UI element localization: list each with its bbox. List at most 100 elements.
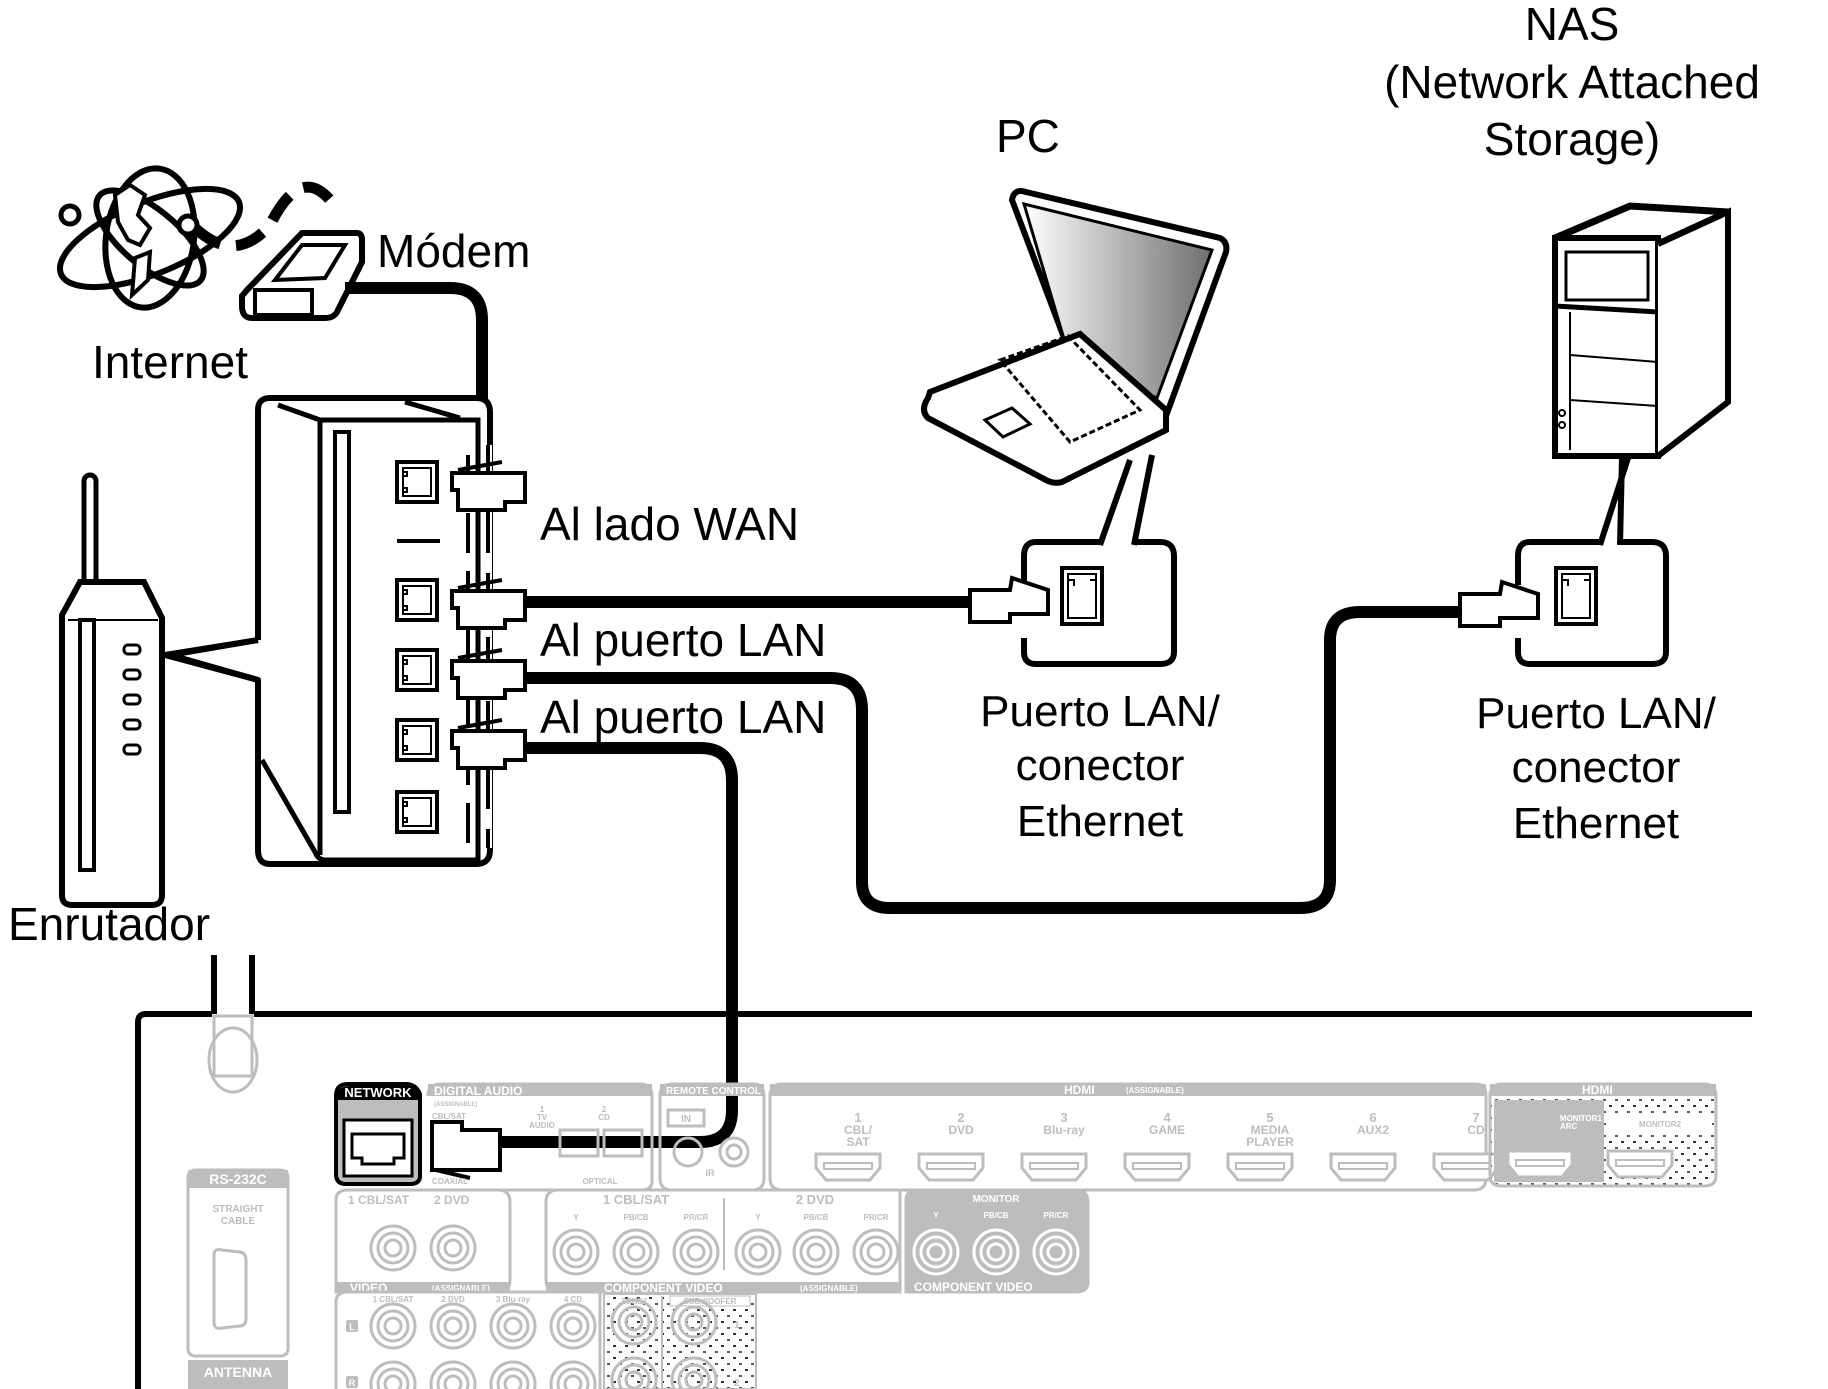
hdmi-input-number: 1 — [854, 1110, 861, 1125]
audio-in-jack-r — [489, 1360, 537, 1389]
hdmi-input-name: DVD — [948, 1123, 974, 1137]
subwoofer-label: SUBWOOFER — [684, 1297, 737, 1306]
component-in-jack — [672, 1228, 720, 1276]
hdmi-input-port — [1020, 1152, 1088, 1182]
arc-label: ARC — [1560, 1122, 1578, 1131]
hdmi-input-name: Blu-ray — [1043, 1123, 1085, 1137]
hdmi-monitor2-port — [1606, 1149, 1674, 1179]
hdmi-input-port — [917, 1152, 985, 1182]
audio-in-jack-r — [429, 1360, 477, 1389]
modem-icon — [239, 230, 365, 321]
wan-side-label: Al lado WAN — [540, 498, 799, 550]
audio-in-section — [334, 1290, 602, 1389]
hdmi-input-number: 7 — [1472, 1110, 1479, 1125]
video-assignable: (ASSIGNABLE) — [432, 1284, 490, 1293]
component-video-in-label: COMPONENT VIDEO — [604, 1281, 723, 1295]
nas-port-label-2: conector — [1512, 743, 1681, 792]
hdmi-monitor1-port — [1506, 1149, 1574, 1179]
hdmi-input-name: CBL/ — [844, 1123, 873, 1137]
nas-callout-pointer — [1597, 457, 1631, 546]
router-label: Enrutador — [8, 898, 210, 950]
nas-port-label-3: Ethernet — [1513, 799, 1679, 848]
nas-port-label-1: Puerto LAN/ — [1476, 689, 1716, 738]
router-lan-port-1 — [395, 578, 439, 622]
hdmi-input-number: 5 — [1266, 1110, 1273, 1125]
audio-input-label: 1 CBL/SAT — [373, 1295, 414, 1304]
component-dvd-label: 2 DVD — [796, 1192, 834, 1207]
component-in-jack — [734, 1228, 782, 1276]
component-in-channel-label: PB/CB — [624, 1213, 649, 1222]
remote-control-label: REMOTE CONTROL — [666, 1086, 761, 1097]
component-cbl-sat-label: 1 CBL/SAT — [603, 1192, 669, 1207]
component-in-channel-label: PB/CB — [804, 1213, 829, 1222]
hdmi-input-port — [814, 1152, 882, 1182]
monitor2-label: MONITOR2 — [1639, 1120, 1682, 1129]
component-out-channel-label: Y — [933, 1211, 939, 1220]
audio-right-label: R — [349, 1378, 356, 1388]
laptop-icon — [921, 188, 1230, 486]
hdmi-input-name: CD — [1467, 1123, 1485, 1137]
digital-audio-cd-num: 2 — [602, 1105, 607, 1114]
hdmi-input-name: AUX2 — [1357, 1123, 1389, 1137]
audio-left-label: L — [349, 1322, 355, 1332]
audio-in-jack-l — [429, 1302, 477, 1350]
component-in-channel-label: PR/CR — [864, 1213, 889, 1222]
monitor1-label: MONITOR1 — [1560, 1114, 1603, 1123]
wireless-link — [191, 181, 335, 252]
video-in-1-jack — [369, 1224, 417, 1272]
pc-port-label-1: Puerto LAN/ — [980, 687, 1220, 736]
pc-label: PC — [996, 110, 1060, 162]
component-video-out-section — [904, 1188, 1090, 1294]
router-callout — [164, 395, 493, 867]
hdmi-input-port — [1123, 1152, 1191, 1182]
video-cbl-sat-label: 1 CBL/SAT — [348, 1193, 410, 1207]
digital-audio-tv: TV — [537, 1113, 548, 1122]
component-in-jack — [792, 1228, 840, 1276]
router-icon — [59, 472, 165, 908]
video-in-2-jack — [429, 1224, 477, 1272]
nas-icon — [1552, 202, 1731, 459]
component-in-channel-label: Y — [755, 1213, 761, 1222]
subwoofer-1-label: 1 — [734, 1320, 740, 1331]
rs232c-label: RS-232C — [209, 1171, 267, 1187]
router-lan-port-4 — [395, 790, 439, 834]
nas-lan-port-callout — [1458, 539, 1669, 667]
network-port[interactable] — [334, 1082, 422, 1186]
hdmi-input-port — [1432, 1152, 1500, 1182]
antenna-label: ANTENNA — [204, 1364, 272, 1380]
router-lan-port-2 — [395, 648, 439, 692]
component-in-jack — [552, 1228, 600, 1276]
digital-audio-cbl-sat: CBL/SAT — [432, 1112, 466, 1121]
digital-audio-tv-num: 1 — [540, 1105, 545, 1114]
component-assignable: (ASSIGNABLE) — [800, 1284, 858, 1293]
receiver-lan-cable — [500, 742, 738, 1148]
component-out-channel-label: PR/CR — [1044, 1211, 1069, 1220]
component-out-channel-label: PB/CB — [984, 1211, 1009, 1220]
cable-label: CABLE — [221, 1216, 256, 1227]
nas-label-2: (Network Attached — [1384, 56, 1760, 108]
pc-lan-port-callout — [968, 539, 1177, 667]
hdmi-in-label: HDMI — [1064, 1083, 1095, 1097]
audio-in-jack-r — [369, 1360, 417, 1389]
digital-audio-audio: AUDIO — [529, 1121, 555, 1130]
hdmi-input-port — [1226, 1152, 1294, 1182]
lan-port-label-2: Al puerto LAN — [540, 691, 826, 743]
monitor-label: MONITOR — [972, 1194, 1020, 1205]
pc-port-label-3: Ethernet — [1017, 797, 1183, 846]
nas-label-1: NAS — [1525, 0, 1620, 50]
component-out-jacks: Y PB/CB PR/CR — [912, 1211, 1080, 1276]
internet-label: Internet — [92, 336, 248, 388]
component-video-in-section — [544, 1188, 902, 1294]
audio-in-jack-r — [549, 1360, 597, 1389]
hdmi-input-number: 4 — [1163, 1110, 1171, 1125]
component-in-channel-label: PR/CR — [684, 1213, 709, 1222]
router-wan-port — [395, 460, 439, 504]
audio-in-jack-l — [549, 1302, 597, 1350]
pc-callout-pointer — [1097, 454, 1155, 546]
hdmi-input-number: 2 — [957, 1110, 964, 1125]
hdmi-input-name: GAME — [1149, 1123, 1185, 1137]
rs232c-section — [186, 1168, 290, 1389]
hdmi-input-number: 6 — [1369, 1110, 1376, 1125]
